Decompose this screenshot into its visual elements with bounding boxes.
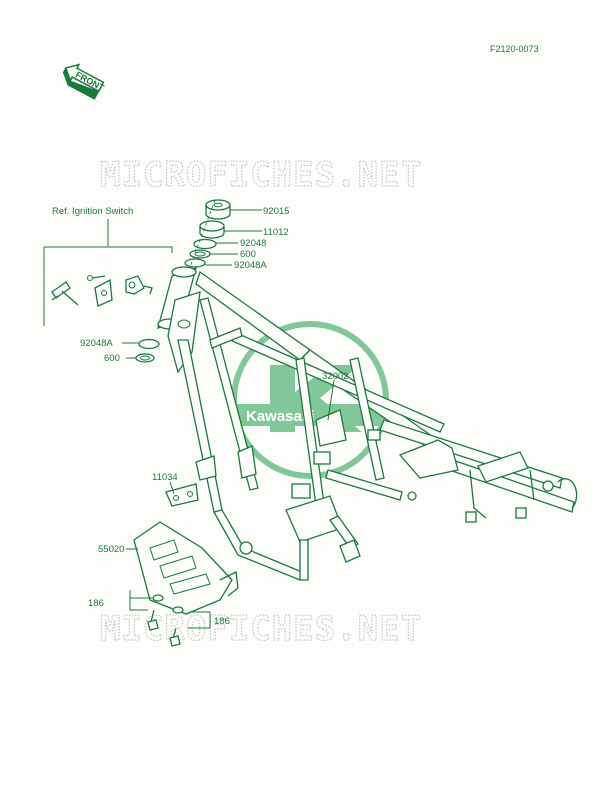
part-label-92015: 92015 [263, 206, 289, 217]
skid-plate-55020 [133, 521, 239, 615]
part-label-600-left: 600 [104, 353, 120, 364]
part-label-11012: 11012 [263, 227, 289, 238]
motorcycle-frame [157, 266, 578, 581]
bolts-186 [147, 594, 184, 647]
part-label-55020: 55020 [98, 544, 124, 555]
watermark-top: MICROFICHES.NET [100, 155, 422, 195]
logo-text: Kawasaki [246, 408, 314, 425]
ignition-switch-body-icon [125, 275, 153, 295]
ref-ignition-label: Ref. Ignition Switch [52, 206, 133, 217]
part-label-600-top: 600 [240, 249, 256, 260]
ignition-bracket-icon [87, 275, 113, 307]
part-label-92048A-left: 92048A [80, 338, 113, 349]
part-label-186-right: 186 [214, 616, 230, 627]
part-label-92048A-top: 92048A [234, 260, 267, 271]
part-label-32002: 32002 [322, 371, 348, 382]
part-label-92048: 92048 [240, 238, 266, 249]
diagram-code: F2120-0073 [490, 44, 539, 54]
leader-lines [122, 209, 335, 629]
part-label-186-left: 186 [88, 598, 104, 609]
ignition-switch-box [43, 219, 173, 326]
part-label-11034: 11034 [152, 472, 178, 483]
bracket-11034 [165, 483, 199, 507]
steering-head-parts [184, 199, 231, 279]
ignition-key-icon [51, 281, 79, 306]
front-arrow-icon: FRONT [62, 63, 106, 100]
watermark-bottom: MICROFICHES.NET [100, 609, 422, 649]
lower-head-parts [135, 338, 160, 363]
